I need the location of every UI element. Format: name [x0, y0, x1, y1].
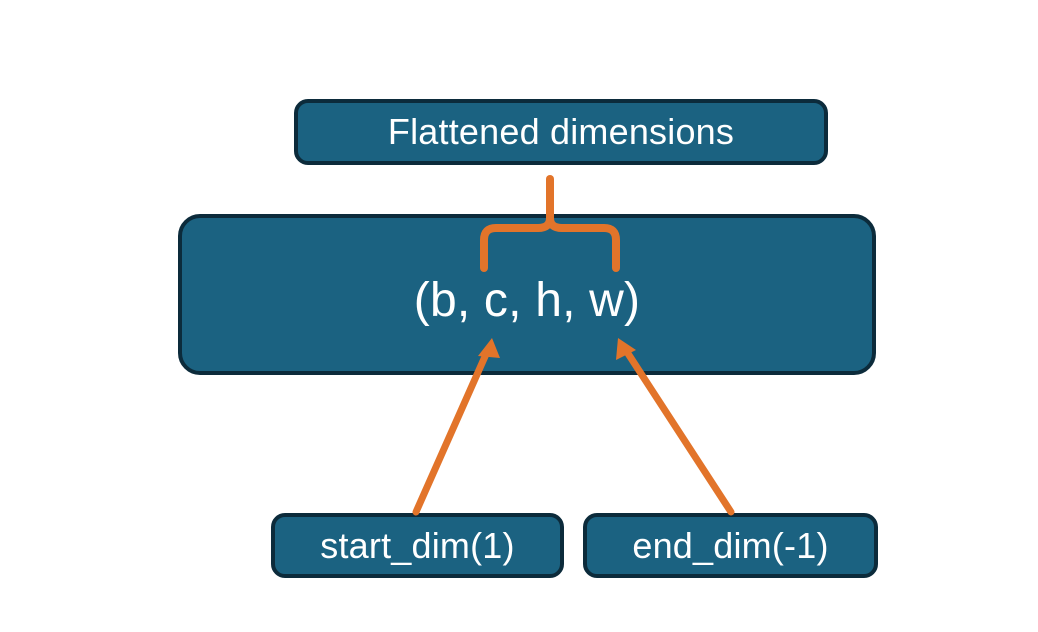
node-end-dim-label: end_dim(-1) — [632, 524, 829, 566]
node-tensor-shape: (b, c, h, w) — [178, 214, 876, 375]
node-start-dim-label: start_dim(1) — [320, 524, 515, 566]
node-end-dim: end_dim(-1) — [583, 513, 878, 578]
node-start-dim: start_dim(1) — [271, 513, 564, 578]
node-tensor-shape-label: (b, c, h, w) — [413, 274, 641, 327]
node-flattened-dimensions: Flattened dimensions — [294, 99, 828, 165]
node-flattened-dimensions-label: Flattened dimensions — [387, 111, 735, 153]
